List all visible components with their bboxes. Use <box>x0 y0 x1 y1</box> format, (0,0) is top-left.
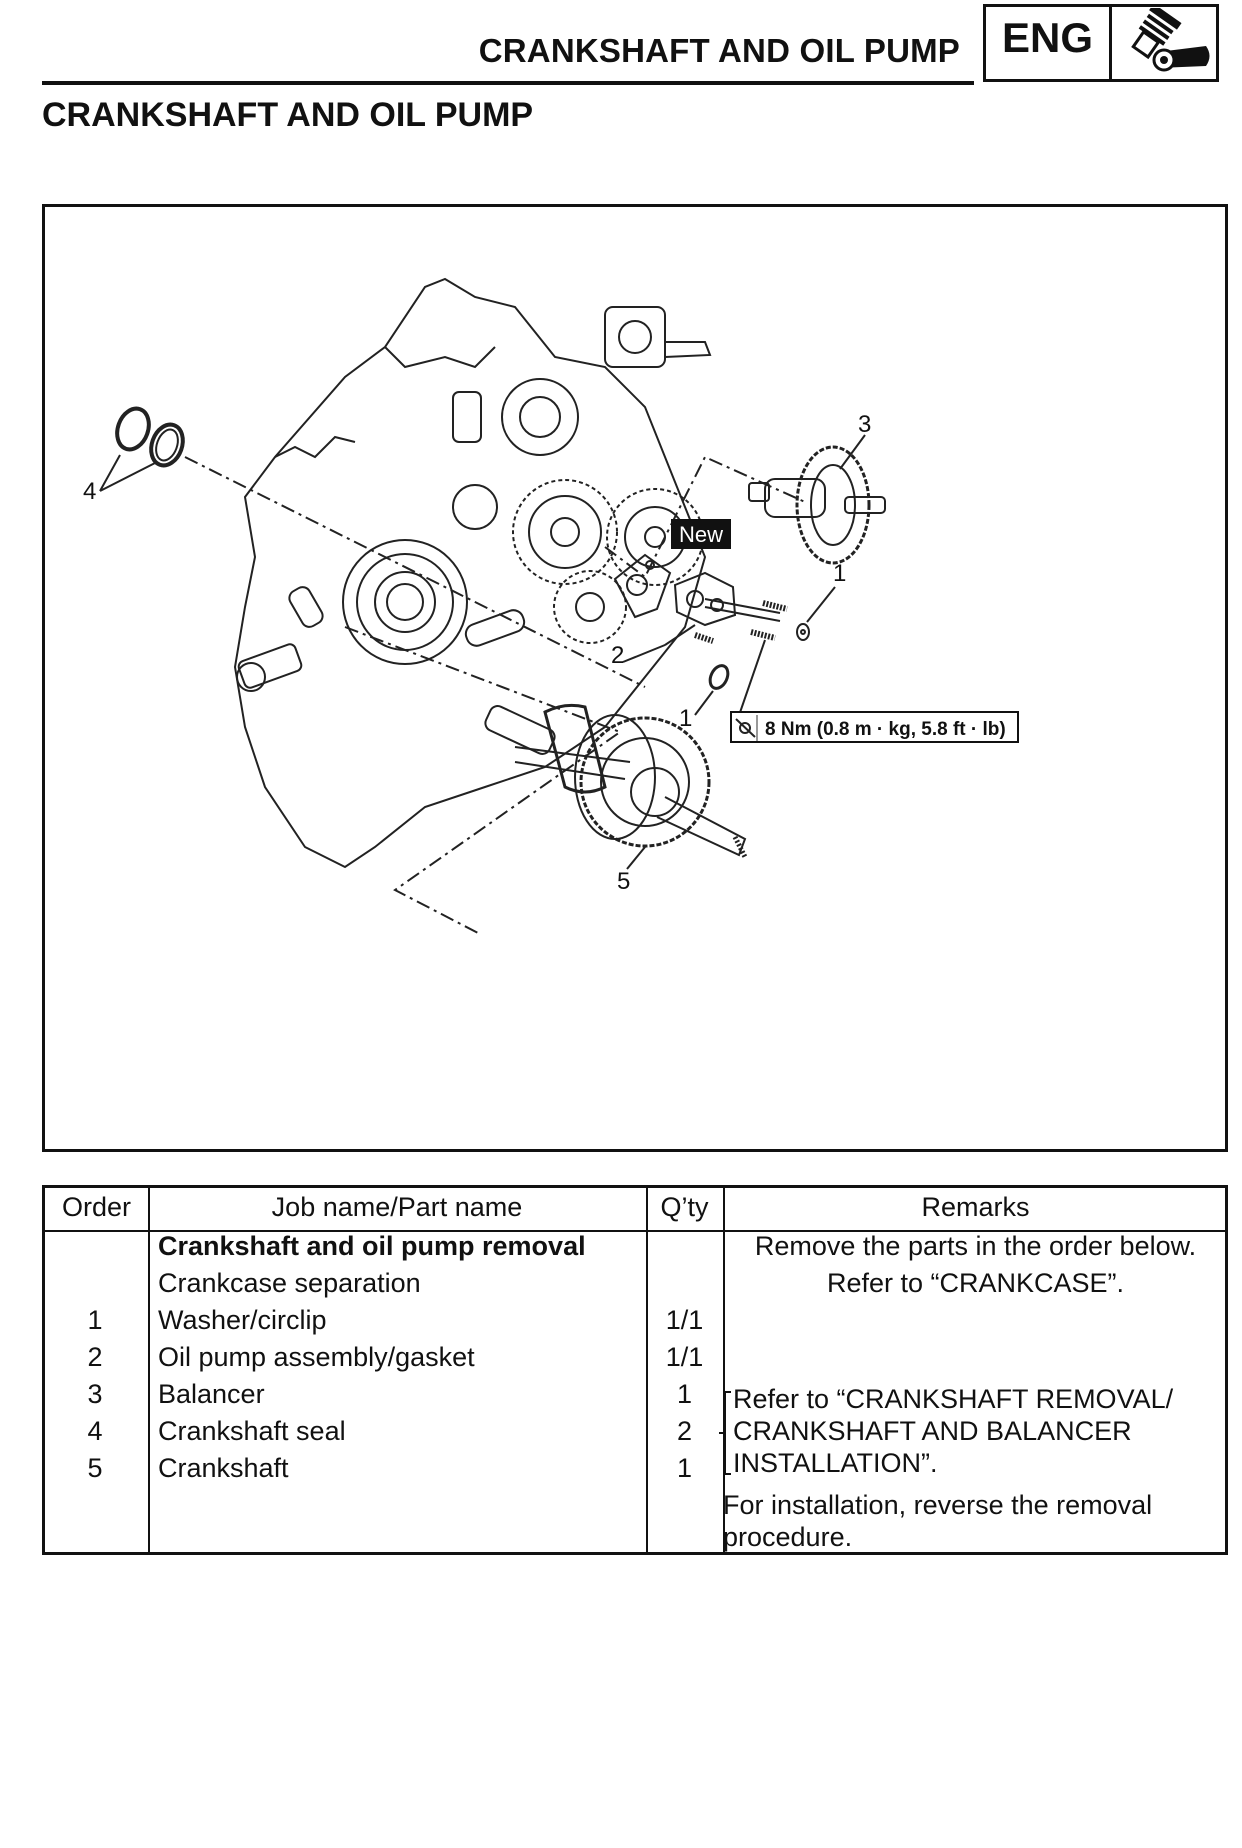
final-remark-line: procedure. <box>723 1522 853 1552</box>
callout-3: 3 <box>858 411 871 438</box>
quantity: 1 <box>676 1379 693 1409</box>
bracket-remark-line: Refer to “CRANKSHAFT REMOVAL/ <box>733 1384 1174 1414</box>
order-number: 4 <box>87 1416 103 1446</box>
balancer <box>748 445 886 565</box>
crankshaft-seal <box>115 406 151 452</box>
torque-spec: 8 Nm (0.8 m · kg, 5.8 ft · lb) <box>765 719 1006 740</box>
header-job: Job name/Part name <box>271 1192 523 1222</box>
washer <box>796 623 810 641</box>
job-name: Oil pump assembly/gasket <box>158 1342 475 1372</box>
callout-1: 1 <box>679 705 692 732</box>
section-tag: ENG <box>986 7 1112 79</box>
order-number: 3 <box>87 1379 103 1409</box>
remark: Remove the parts in the order below. <box>754 1231 1197 1261</box>
section-title: CRANKSHAFT AND OIL PUMP <box>42 96 534 134</box>
header-qty: Q’ty <box>660 1192 709 1222</box>
remark: Refer to “CRANKCASE”. <box>826 1268 1125 1298</box>
torque-wrench-icon <box>735 715 758 741</box>
job-table: Order Job name/Part name Q’ty Remarks Cr… <box>42 1185 1228 1555</box>
oil-pump-gasket <box>613 553 672 619</box>
new-badge: New <box>679 522 723 547</box>
order-number: 2 <box>87 1342 103 1372</box>
callout-4: 4 <box>83 478 96 505</box>
remark-bracket <box>719 1391 731 1475</box>
table-header: Order Job name/Part name Q’ty Remarks <box>45 1188 1225 1232</box>
job-name: Crankshaft <box>158 1453 289 1483</box>
callout-2: 2 <box>611 642 624 669</box>
case-gear <box>512 479 618 585</box>
job-name: Crankshaft and oil pump removal <box>158 1231 586 1261</box>
section-tab: ENG <box>983 4 1219 82</box>
bracket-remark-line: CRANKSHAFT AND BALANCER <box>733 1416 1132 1446</box>
job-name: Washer/circlip <box>158 1305 327 1335</box>
order-number: 1 <box>87 1305 103 1335</box>
job-name: Crankcase separation <box>158 1268 421 1298</box>
exploded-diagram: 3 4 1 2 1 5 New 8 Nm (0.8 m · kg, 5.8 ft… <box>83 277 1019 935</box>
exploded-view-figure: 3 4 1 2 1 5 New 8 Nm (0.8 m · kg, 5.8 ft… <box>42 204 1228 1152</box>
crankcase <box>233 277 707 869</box>
job-name: Crankshaft seal <box>158 1416 346 1446</box>
header-order: Order <box>61 1192 132 1222</box>
header-rule <box>42 81 974 85</box>
quantity: 2 <box>676 1416 693 1446</box>
engine-icon <box>1112 7 1216 79</box>
callout-1: 1 <box>833 560 846 587</box>
col-divider <box>45 1188 150 1552</box>
order-number: 5 <box>87 1453 103 1483</box>
oil-pump-assembly <box>673 571 781 627</box>
quantity: 1/1 <box>665 1342 704 1372</box>
final-remark-line: For installation, reverse the removal <box>723 1490 1153 1520</box>
main-bearing <box>342 539 468 665</box>
job-name: Balancer <box>158 1379 265 1409</box>
crankshaft <box>484 703 748 859</box>
quantity: 1 <box>676 1453 693 1483</box>
col-divider <box>148 1188 648 1552</box>
callout-5: 5 <box>617 868 630 895</box>
running-title: CRANKSHAFT AND OIL PUMP <box>478 32 960 69</box>
col-divider <box>646 1188 725 1552</box>
header-remarks: Remarks <box>921 1192 1030 1222</box>
bracket-remark-line: INSTALLATION”. <box>733 1448 938 1478</box>
circlip <box>708 664 730 690</box>
quantity: 1/1 <box>665 1305 704 1335</box>
crankshaft-seal <box>149 422 185 468</box>
